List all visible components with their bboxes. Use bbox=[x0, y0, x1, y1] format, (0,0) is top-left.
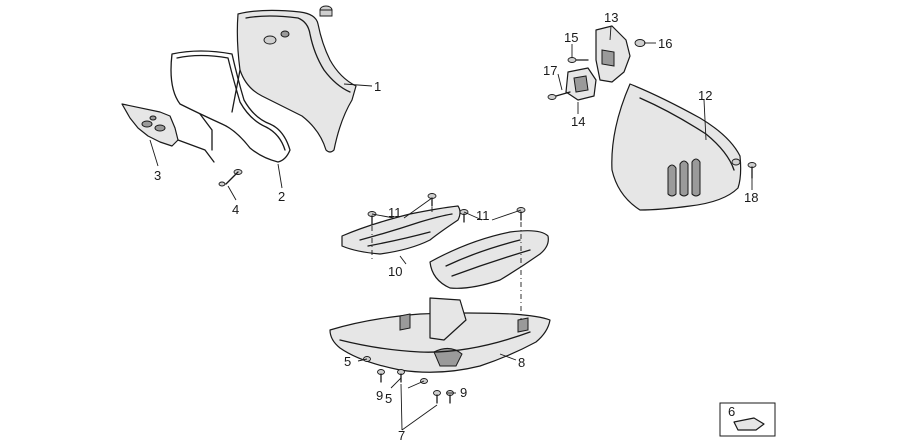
callout-14: 14 bbox=[571, 114, 585, 129]
callout-11-left: 11 bbox=[388, 205, 402, 220]
callout-4: 4 bbox=[232, 202, 239, 217]
part-6-inset-box bbox=[719, 402, 776, 437]
callout-labels: 1 2 3 4 12 13 14 15 16 17 18 11 11 10 8 … bbox=[154, 10, 758, 441]
part-4-bolt bbox=[218, 169, 243, 187]
callout-5-center: 5 bbox=[385, 391, 392, 406]
leader-lines bbox=[149, 25, 753, 431]
callout-1: 1 bbox=[374, 79, 381, 94]
callout-8: 8 bbox=[518, 355, 525, 370]
callout-9-left: 9 bbox=[376, 388, 383, 403]
part-8-footboard bbox=[329, 297, 551, 373]
callout-2: 2 bbox=[278, 189, 285, 204]
part-14-clip bbox=[565, 67, 597, 101]
callout-3: 3 bbox=[154, 168, 161, 183]
part-1-outer-frame bbox=[231, 9, 357, 153]
callout-16: 16 bbox=[658, 36, 672, 51]
part-10-mat-right bbox=[429, 230, 549, 289]
callout-17: 17 bbox=[543, 63, 557, 78]
callout-11-right: 11 bbox=[476, 208, 490, 223]
part-13-bracket bbox=[595, 25, 631, 83]
callout-7: 7 bbox=[398, 428, 405, 441]
callout-5-left: 5 bbox=[344, 354, 351, 369]
callout-13: 13 bbox=[604, 10, 618, 25]
part-17-screw bbox=[547, 91, 571, 100]
part-12-cover bbox=[611, 83, 742, 211]
part-3-bracket bbox=[121, 103, 215, 163]
callout-12: 12 bbox=[698, 88, 712, 103]
alignment-lines bbox=[371, 207, 522, 320]
part-11-screws bbox=[367, 193, 526, 225]
top-bolt bbox=[319, 5, 333, 17]
part-16-nut bbox=[634, 39, 646, 47]
callout-6: 6 bbox=[728, 404, 735, 419]
callout-18: 18 bbox=[744, 190, 758, 205]
part-15-screw bbox=[567, 57, 589, 63]
callout-10: 10 bbox=[388, 264, 402, 279]
lower-screws bbox=[363, 356, 454, 404]
callout-15: 15 bbox=[564, 30, 578, 45]
callout-9-right: 9 bbox=[460, 385, 467, 400]
part-18-screw bbox=[747, 162, 757, 179]
